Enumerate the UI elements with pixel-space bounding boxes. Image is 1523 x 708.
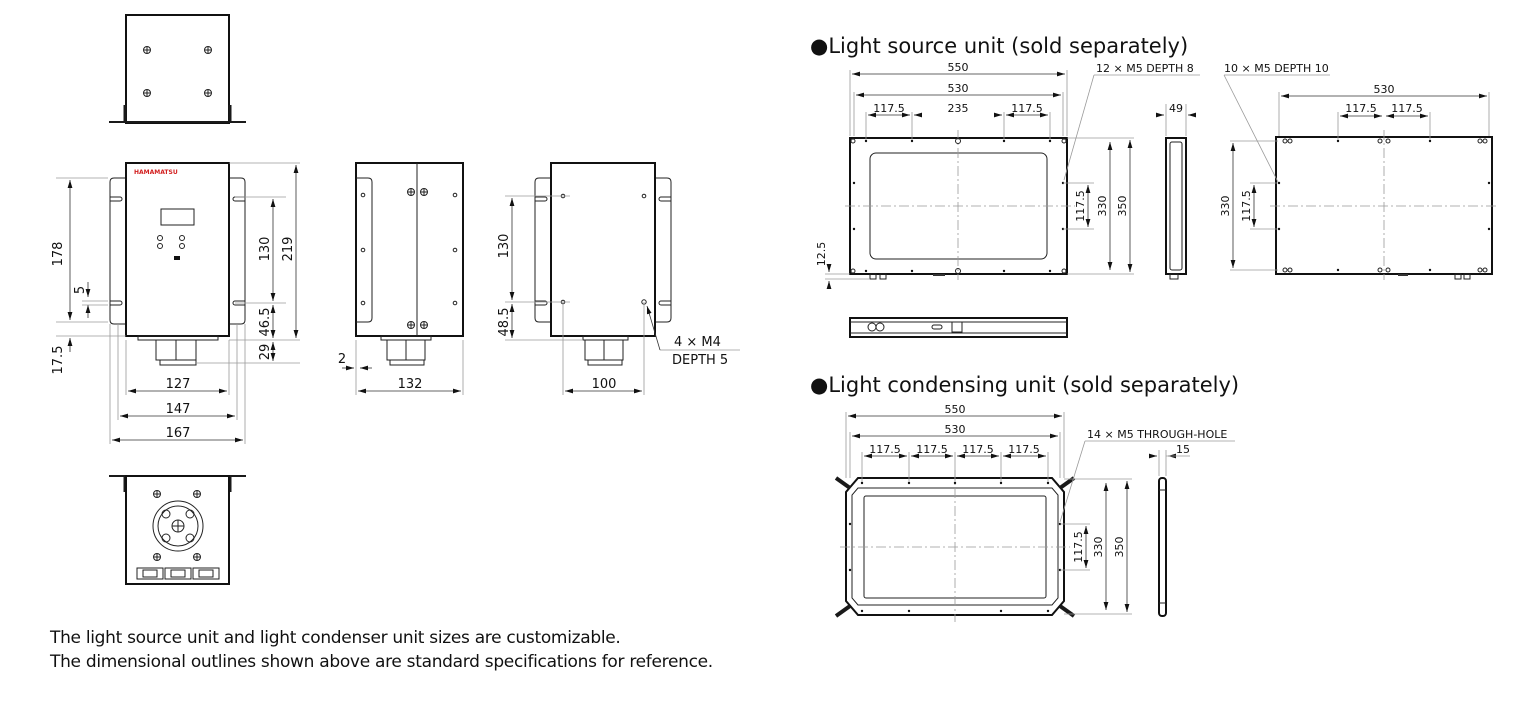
dim-117-5: 117.5 xyxy=(1008,443,1040,456)
light-source-bottom-view xyxy=(849,317,1068,338)
dim-117-5: 117.5 xyxy=(1391,102,1423,115)
controller-rear-view: 130 48.5 100 4 × M4 DEPTH 5 xyxy=(497,162,740,395)
callout-12xm5: 12 × M5 DEPTH 8 xyxy=(1096,62,1194,75)
dim-330-back: 330 xyxy=(1219,196,1232,217)
dim-330-condensing: 330 xyxy=(1092,537,1105,558)
screw-icon xyxy=(153,490,201,561)
dim-219: 219 xyxy=(281,237,296,262)
dim-350-condensing: 350 xyxy=(1113,537,1126,558)
note-line-2: The dimensional outlines shown above are… xyxy=(50,652,713,672)
controller-top-view xyxy=(109,14,246,124)
dim-117-5: 117.5 xyxy=(1345,102,1377,115)
indicator-icon xyxy=(157,235,163,241)
dim-117-5: 117.5 xyxy=(873,102,905,115)
dim-15: 15 xyxy=(1176,443,1190,456)
callout-depth5: DEPTH 5 xyxy=(672,353,728,368)
dim-178: 178 xyxy=(51,242,66,267)
dim-117-5-vertical: 117.5 xyxy=(1072,531,1085,563)
dim-530: 530 xyxy=(948,82,969,95)
callout-14xm5: 14 × M5 THROUGH-HOLE xyxy=(1087,428,1227,441)
light-condensing-front-view: 550 530 117.5 117.5 117.5 117.5 117.5 33… xyxy=(834,403,1235,622)
dim-130-rear: 130 xyxy=(497,234,512,259)
hamamatsu-logo: HAMAMATSU xyxy=(134,169,178,176)
callout-leader xyxy=(1063,74,1095,181)
dim-530-condensing: 530 xyxy=(945,423,966,436)
screw-icon xyxy=(143,46,212,97)
dim-132: 132 xyxy=(398,377,423,392)
controller-front-view: HAMAMATSU 178 5 17.5 130 xyxy=(51,162,300,444)
controller-side-view: 2 132 xyxy=(338,162,464,395)
dim-117-5: 117.5 xyxy=(916,443,948,456)
dim-100: 100 xyxy=(592,377,617,392)
dim-46-5: 46.5 xyxy=(258,308,273,337)
light-condensing-unit-title: ●Light condensing unit (sold separately) xyxy=(810,373,1239,397)
screw-icon xyxy=(407,188,428,329)
dim-5: 5 xyxy=(73,286,88,294)
dim-530-back: 530 xyxy=(1374,83,1395,96)
dsub-connector-icon xyxy=(136,567,220,580)
dim-550-condensing: 550 xyxy=(945,403,966,416)
dim-29: 29 xyxy=(258,344,273,361)
light-condensing-side-view: 15 xyxy=(1149,443,1190,617)
controller-bottom-view xyxy=(109,475,246,585)
note-line-1: The light source unit and light condense… xyxy=(50,628,621,648)
light-source-side-view: 49 xyxy=(1156,102,1196,280)
display-window xyxy=(160,208,195,226)
callout-4xm4: 4 × M4 xyxy=(674,335,721,350)
dim-550: 550 xyxy=(948,61,969,74)
dim-350: 350 xyxy=(1116,196,1129,217)
dim-117-5-vertical: 117.5 xyxy=(1074,190,1087,222)
dim-167: 167 xyxy=(166,426,191,441)
dim-117-5: 117.5 xyxy=(1011,102,1043,115)
dim-48-5: 48.5 xyxy=(497,308,512,337)
dim-49: 49 xyxy=(1169,102,1183,115)
dim-330: 330 xyxy=(1096,196,1109,217)
dim-2: 2 xyxy=(338,352,346,367)
light-source-back-view: 530 117.5 117.5 330 117.5 10 × M5 DEPTH … xyxy=(1219,62,1498,280)
light-source-front-view: 550 530 117.5 235 117.5 117.5 330 350 12… xyxy=(815,61,1200,289)
dim-117-5: 117.5 xyxy=(962,443,994,456)
dim-235: 235 xyxy=(948,102,969,115)
dim-130: 130 xyxy=(258,237,273,262)
dim-147: 147 xyxy=(166,402,191,417)
callout-10xm5: 10 × M5 DEPTH 10 xyxy=(1224,62,1329,75)
light-source-unit-title: ●Light source unit (sold separately) xyxy=(810,34,1188,58)
dim-12-5: 12.5 xyxy=(815,242,828,267)
dim-127: 127 xyxy=(166,377,191,392)
dim-117-5-back-vertical: 117.5 xyxy=(1240,190,1253,222)
dim-17-5: 17.5 xyxy=(51,346,66,375)
dim-117-5: 117.5 xyxy=(869,443,901,456)
